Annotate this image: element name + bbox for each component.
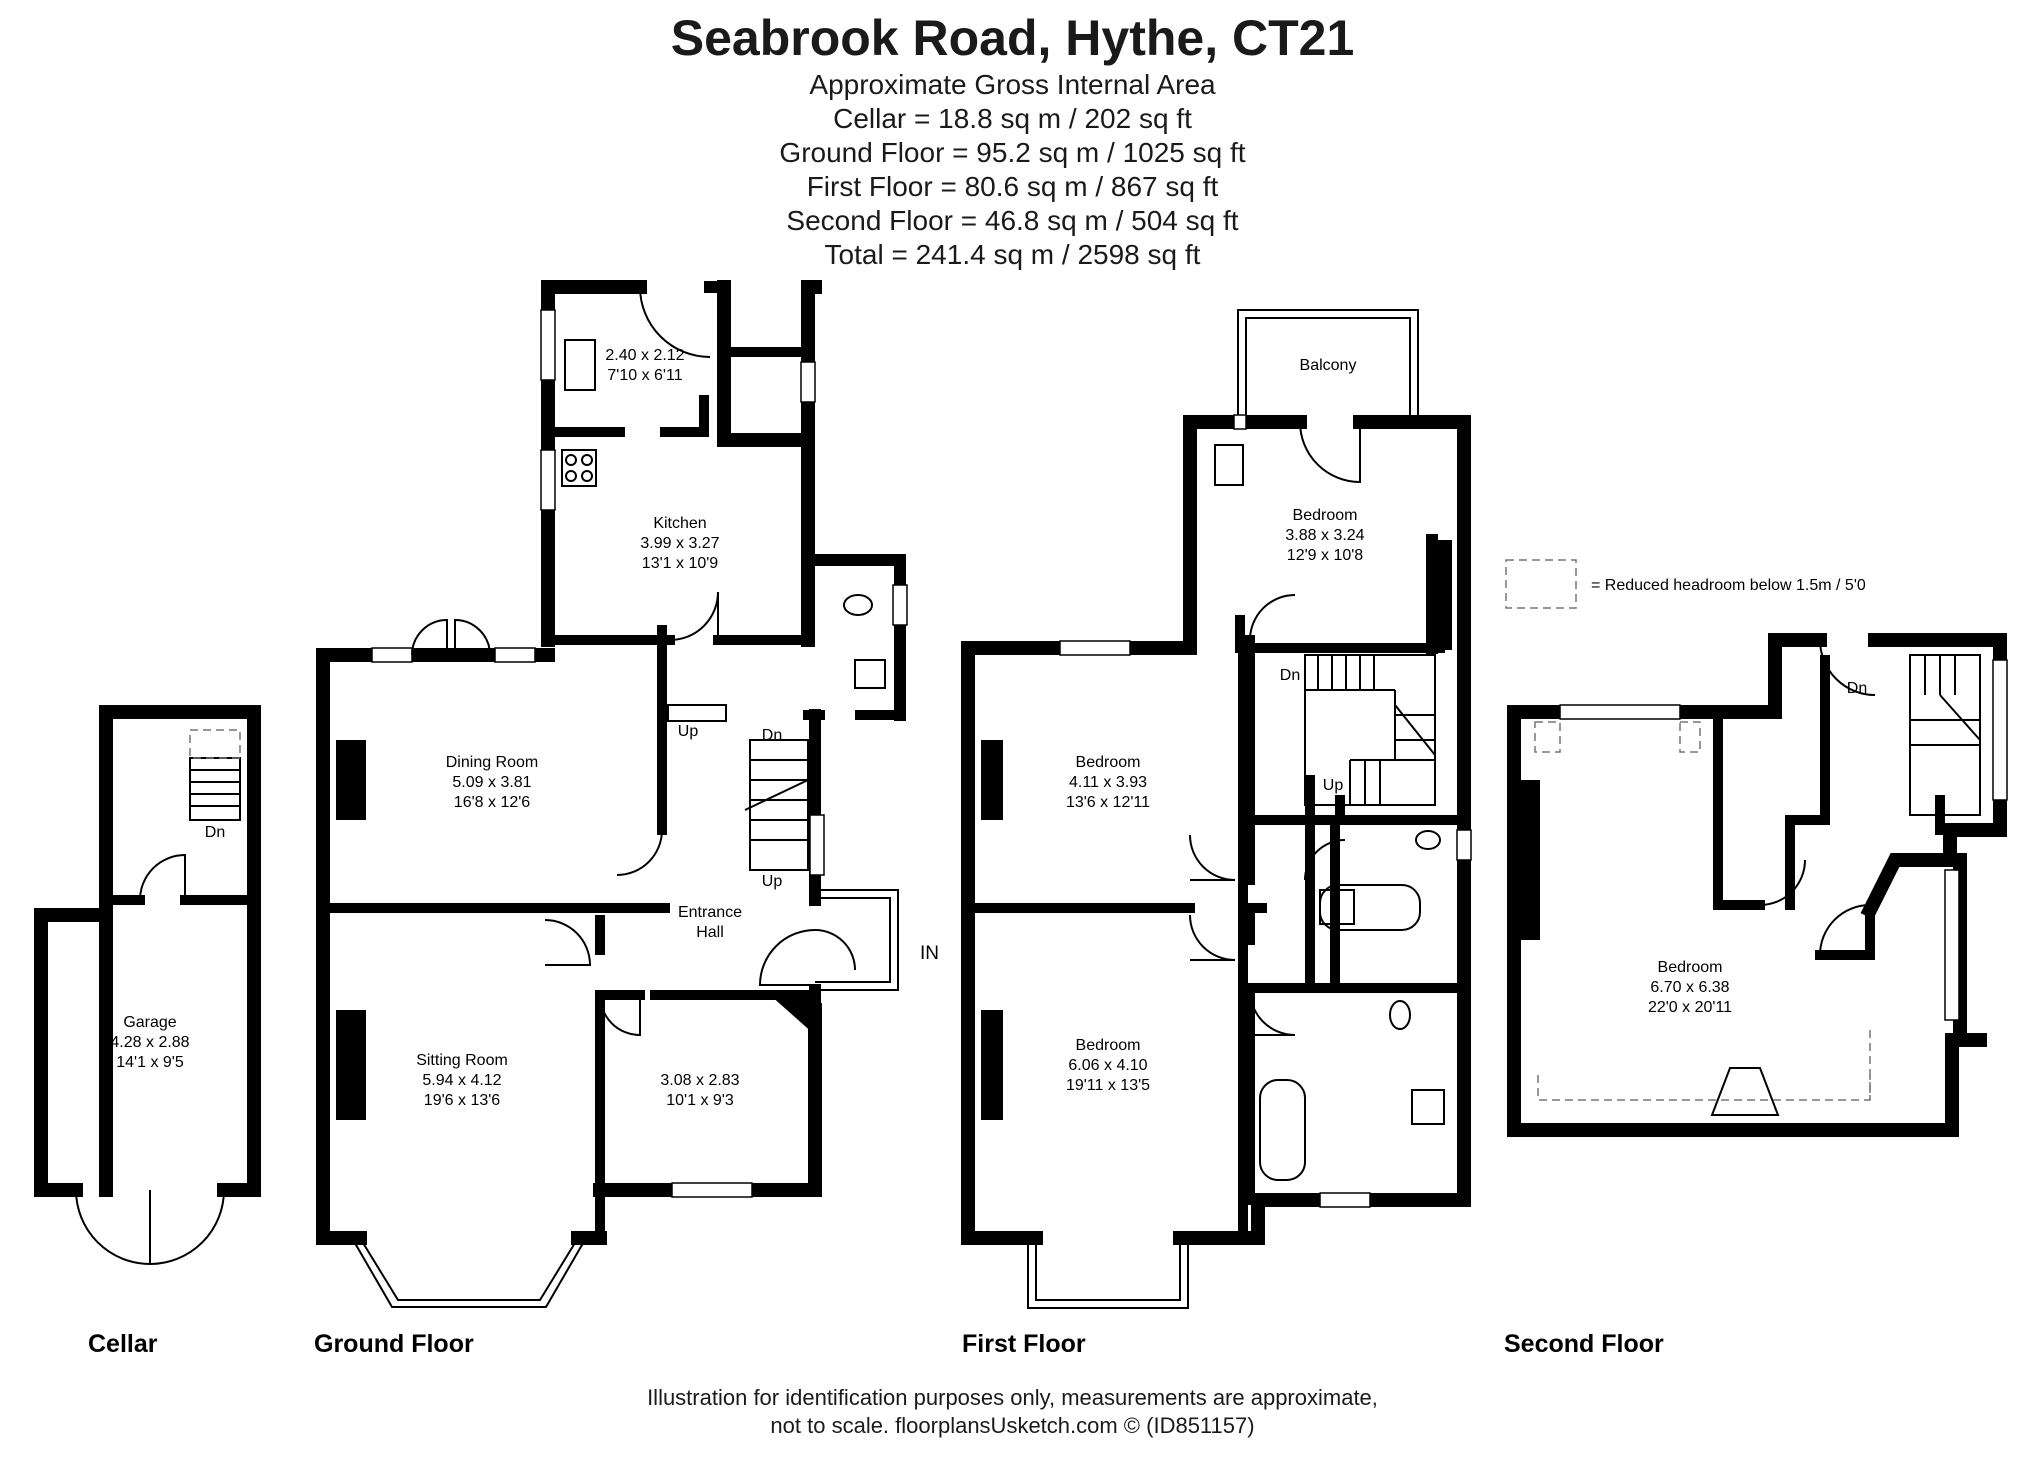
- dining-imperial: 16'8 x 12'6: [454, 794, 530, 811]
- area-subtitle: Approximate Gross Internal Area: [809, 69, 1216, 100]
- balcony-name: Balcony: [1300, 357, 1357, 374]
- hob: [561, 449, 597, 487]
- garage-door-right: [149, 1189, 225, 1265]
- area-second: Second Floor = 46.8 sq m / 504 sq ft: [786, 205, 1239, 236]
- cellar-floor-label: Cellar: [88, 1330, 158, 1358]
- utility-imperial: 7'10 x 6'11: [607, 367, 682, 384]
- hall-name-2: Hall: [696, 924, 724, 941]
- bedroom-a-imperial: 12'9 x 10'8: [1287, 547, 1363, 564]
- cellar-door: [139, 853, 186, 901]
- ground-wall-west: [316, 648, 555, 1245]
- area-ground: Ground Floor = 95.2 sq m / 1025 sq ft: [779, 137, 1246, 168]
- area-total: Total = 241.4 sq m / 2598 sq ft: [824, 239, 1201, 270]
- reduced-headroom-outline: [1537, 1075, 1871, 1101]
- first-stairs: [1304, 654, 1436, 806]
- first-up: Up: [1323, 777, 1344, 794]
- entrance-porch: [815, 889, 899, 991]
- cellar-plan: Dn Garage 4.28 x 2.88 14'1 x 9'5 Cellar: [34, 705, 261, 1358]
- plan-title: Seabrook Road, Hythe, CT21: [670, 10, 1355, 66]
- kitchen-imperial: 13'1 x 10'9: [642, 555, 718, 572]
- wc-toilet: [843, 594, 873, 616]
- garage-metric: 4.28 x 2.88: [110, 1034, 189, 1051]
- bedroom-a-name: Bedroom: [1293, 507, 1358, 524]
- cellar-wall-left: [34, 908, 113, 1197]
- area-cellar: Cellar = 18.8 sq m / 202 sq ft: [833, 103, 1192, 134]
- balcony-door: [1299, 421, 1361, 484]
- legend-text: = Reduced headroom below 1.5m / 5'0: [1591, 577, 1866, 594]
- second-floor-label: Second Floor: [1504, 1330, 1664, 1358]
- sitting-imperial: 19'6 x 13'6: [424, 1092, 500, 1109]
- area-first: First Floor = 80.6 sq m / 867 sq ft: [806, 171, 1219, 202]
- small-room-imperial: 10'1 x 9'3: [666, 1092, 734, 1109]
- ground-dn: Dn: [762, 727, 782, 744]
- bedroom-c-imperial: 19'11 x 13'5: [1066, 1077, 1150, 1094]
- first-floor-bay: [1035, 1238, 1181, 1301]
- garage-imperial: 14'1 x 9'5: [116, 1054, 184, 1071]
- sitting-room-bay: [359, 1237, 579, 1301]
- bedroom-top-imperial: 22'0 x 20'11: [1648, 999, 1732, 1016]
- kitchen-metric: 3.99 x 3.27: [640, 535, 719, 552]
- garage-name: Garage: [123, 1014, 176, 1031]
- dining-name: Dining Room: [446, 754, 538, 771]
- sitting-name: Sitting Room: [416, 1052, 508, 1069]
- ground-floor-plan: 2.40 x 2.12 7'10 x 6'11 Kitchen 3.99 x 3…: [314, 280, 939, 1358]
- second-stairs: [1909, 654, 1981, 816]
- second-dn: Dn: [1847, 680, 1867, 697]
- dining-french-doors: [411, 618, 448, 656]
- cellar-stairs-dn: Dn: [205, 824, 225, 841]
- utility-metric: 2.40 x 2.12: [605, 347, 684, 364]
- kitchen-window: [540, 309, 556, 381]
- bedroom-top-metric: 6.70 x 6.38: [1650, 979, 1729, 996]
- bedroom-b-imperial: 13'6 x 12'11: [1066, 794, 1150, 811]
- ground-up-1: Up: [678, 723, 699, 740]
- sitting-metric: 5.94 x 4.12: [422, 1072, 501, 1089]
- balcony-outline: [1237, 309, 1419, 422]
- hall-name: Entrance: [678, 904, 742, 921]
- disclaimer-line-2: not to scale. floorplansUsketch.com © (I…: [770, 1413, 1255, 1438]
- legend: = Reduced headroom below 1.5m / 5'0: [1505, 559, 1866, 609]
- bedroom-c-metric: 6.06 x 4.10: [1068, 1057, 1147, 1074]
- bedroom-a-metric: 3.88 x 3.24: [1285, 527, 1364, 544]
- bedroom-b-name: Bedroom: [1076, 754, 1141, 771]
- disclaimer: Illustration for identification purposes…: [0, 1384, 2025, 1440]
- chimney-sitting: [336, 1010, 366, 1120]
- entrance-in: IN: [920, 943, 939, 964]
- legend-swatch: [1505, 559, 1577, 609]
- ground-floor-label: Ground Floor: [314, 1330, 474, 1358]
- garage-door-left: [75, 1189, 151, 1266]
- roof-window: [1710, 1067, 1780, 1116]
- bedroom-c-name: Bedroom: [1076, 1037, 1141, 1054]
- small-room-metric: 3.08 x 2.83: [660, 1072, 739, 1089]
- first-floor-label: First Floor: [962, 1330, 1086, 1358]
- ground-wall-wc: [802, 554, 906, 721]
- dining-metric: 5.09 x 3.81: [452, 774, 531, 791]
- plan-header: Seabrook Road, Hythe, CT21 Approximate G…: [0, 8, 2025, 272]
- ground-up-2: Up: [762, 873, 783, 890]
- first-dn: Dn: [1280, 667, 1300, 684]
- cellar-stairs: [189, 757, 241, 821]
- kitchen-name: Kitchen: [653, 515, 706, 532]
- ground-stairs: [749, 739, 809, 871]
- disclaimer-line-1: Illustration for identification purposes…: [647, 1385, 1378, 1410]
- second-floor-plan: Bedroom 6.70 x 6.38 22'0 x 20'11 Dn Seco…: [1504, 633, 2008, 1358]
- ground-wall-kitchen-left: [541, 280, 647, 647]
- bedroom-top-name: Bedroom: [1658, 959, 1723, 976]
- bedroom-b-metric: 4.11 x 3.93: [1069, 774, 1147, 791]
- cellar-wall-right: [99, 705, 261, 1197]
- first-floor-plan: Balcony Bedroom 3.88 x 3.24 12'9 x 10'8 …: [961, 309, 1472, 1358]
- kitchen-sink: [564, 339, 596, 391]
- chimney-dining: [336, 740, 366, 820]
